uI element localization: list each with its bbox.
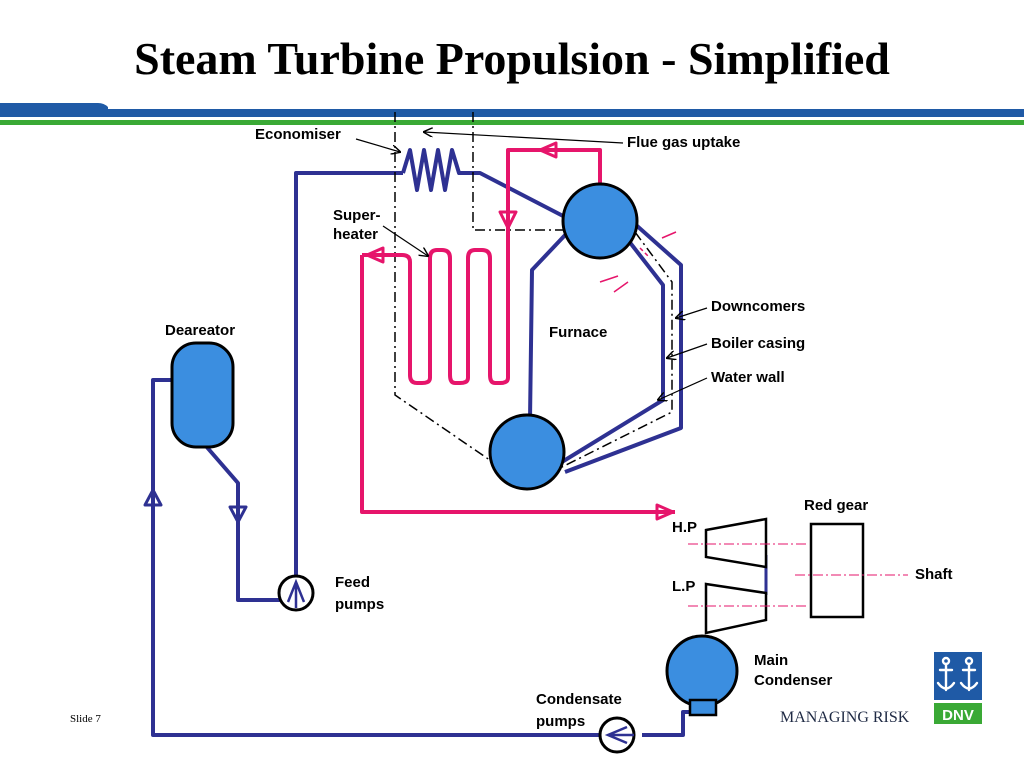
label-superheater-1: Super- [333, 207, 381, 224]
label-downcomers: Downcomers [711, 298, 805, 315]
deareator-outlet-line [203, 443, 280, 602]
label-feed-pumps-2: pumps [335, 596, 384, 613]
casing-right [559, 231, 673, 469]
flame-marks [599, 231, 677, 293]
header-bands [0, 103, 1024, 125]
steam-drum [561, 182, 639, 260]
pointer-boiler-casing [667, 343, 708, 358]
pointer-economiser [355, 138, 400, 152]
label-main-condenser-2: Condenser [754, 672, 833, 689]
label-water-wall: Water wall [711, 369, 785, 386]
arrow-steam-right-hp [655, 503, 675, 521]
label-condensate-pumps-2: pumps [536, 713, 585, 730]
arrow-condensate-up [143, 488, 163, 507]
anchor-icon [936, 656, 979, 692]
labels: Economiser Flue gas uptake Super- heater… [165, 126, 953, 730]
label-flue-gas-uptake: Flue gas uptake [627, 134, 740, 151]
label-hp: H.P [672, 519, 697, 536]
callout-pointers [355, 132, 708, 400]
casing-left [394, 112, 498, 466]
water-drum [488, 413, 566, 491]
flow-arrows-water [143, 488, 248, 524]
dnv-logo-text: DNV [942, 707, 974, 724]
feed-line [294, 171, 403, 582]
downcomer-outer [564, 223, 683, 474]
economiser-coil [401, 148, 566, 219]
lp-turbine [704, 582, 768, 635]
label-furnace: Furnace [549, 324, 607, 341]
arrow-steam-down [498, 210, 518, 230]
steam-from-drum [506, 148, 602, 232]
dnv-logo: DNV [934, 652, 982, 724]
pointer-downcomers [676, 307, 708, 318]
label-deareator: Deareator [165, 322, 235, 339]
dnv-logo-text-bg [934, 703, 982, 724]
casing-uptake [472, 112, 568, 231]
flow-arrows-steam [365, 141, 675, 521]
pointer-water-wall [658, 377, 708, 400]
main-condenser-hotwell [688, 698, 718, 717]
shaft-lines [688, 543, 908, 607]
turbines [704, 517, 865, 635]
hp-turbine [704, 517, 768, 569]
label-boiler-casing: Boiler casing [711, 335, 805, 352]
condensate-pump [598, 716, 636, 754]
dnv-logo-emblem-bg [934, 652, 982, 700]
header-band-green [0, 120, 1024, 125]
water-lines [151, 148, 768, 737]
riser-line [528, 230, 570, 421]
managing-risk-tagline: MANAGING RISK [780, 709, 910, 726]
reduction-gear [809, 522, 865, 619]
arrow-deareator-down [228, 505, 248, 524]
superheater-coil [362, 232, 510, 385]
label-red-gear: Red gear [804, 497, 868, 514]
label-shaft: Shaft [915, 566, 953, 583]
downcomer-inner [555, 238, 665, 467]
pointer-superheater [382, 225, 428, 256]
steam-lines [360, 148, 675, 514]
label-lp: L.P [672, 578, 695, 595]
feed-pump [277, 574, 315, 612]
main-steam-line [360, 255, 675, 514]
label-main-condenser-1: Main [754, 652, 788, 669]
header-band-white [0, 117, 1024, 120]
arrow-steam-left-sh [365, 246, 385, 264]
vessels [170, 182, 739, 717]
main-condenser-shell [665, 634, 739, 708]
label-superheater-2: heater [333, 226, 378, 243]
condensate-return-line [151, 378, 702, 737]
header-band-blue [0, 103, 1024, 117]
pointer-flue-gas [424, 132, 624, 144]
slide-title: Steam Turbine Propulsion - Simplified [134, 33, 890, 84]
footer: Slide 7 MANAGING RISK DNV [70, 652, 982, 726]
deareator-vessel [170, 341, 235, 449]
label-condensate-pumps-1: Condensate [536, 691, 622, 708]
label-economiser: Economiser [255, 126, 341, 143]
arrow-steam-left-top [538, 141, 558, 159]
slide-number: Slide 7 [70, 713, 101, 725]
label-feed-pumps-1: Feed [335, 574, 370, 591]
